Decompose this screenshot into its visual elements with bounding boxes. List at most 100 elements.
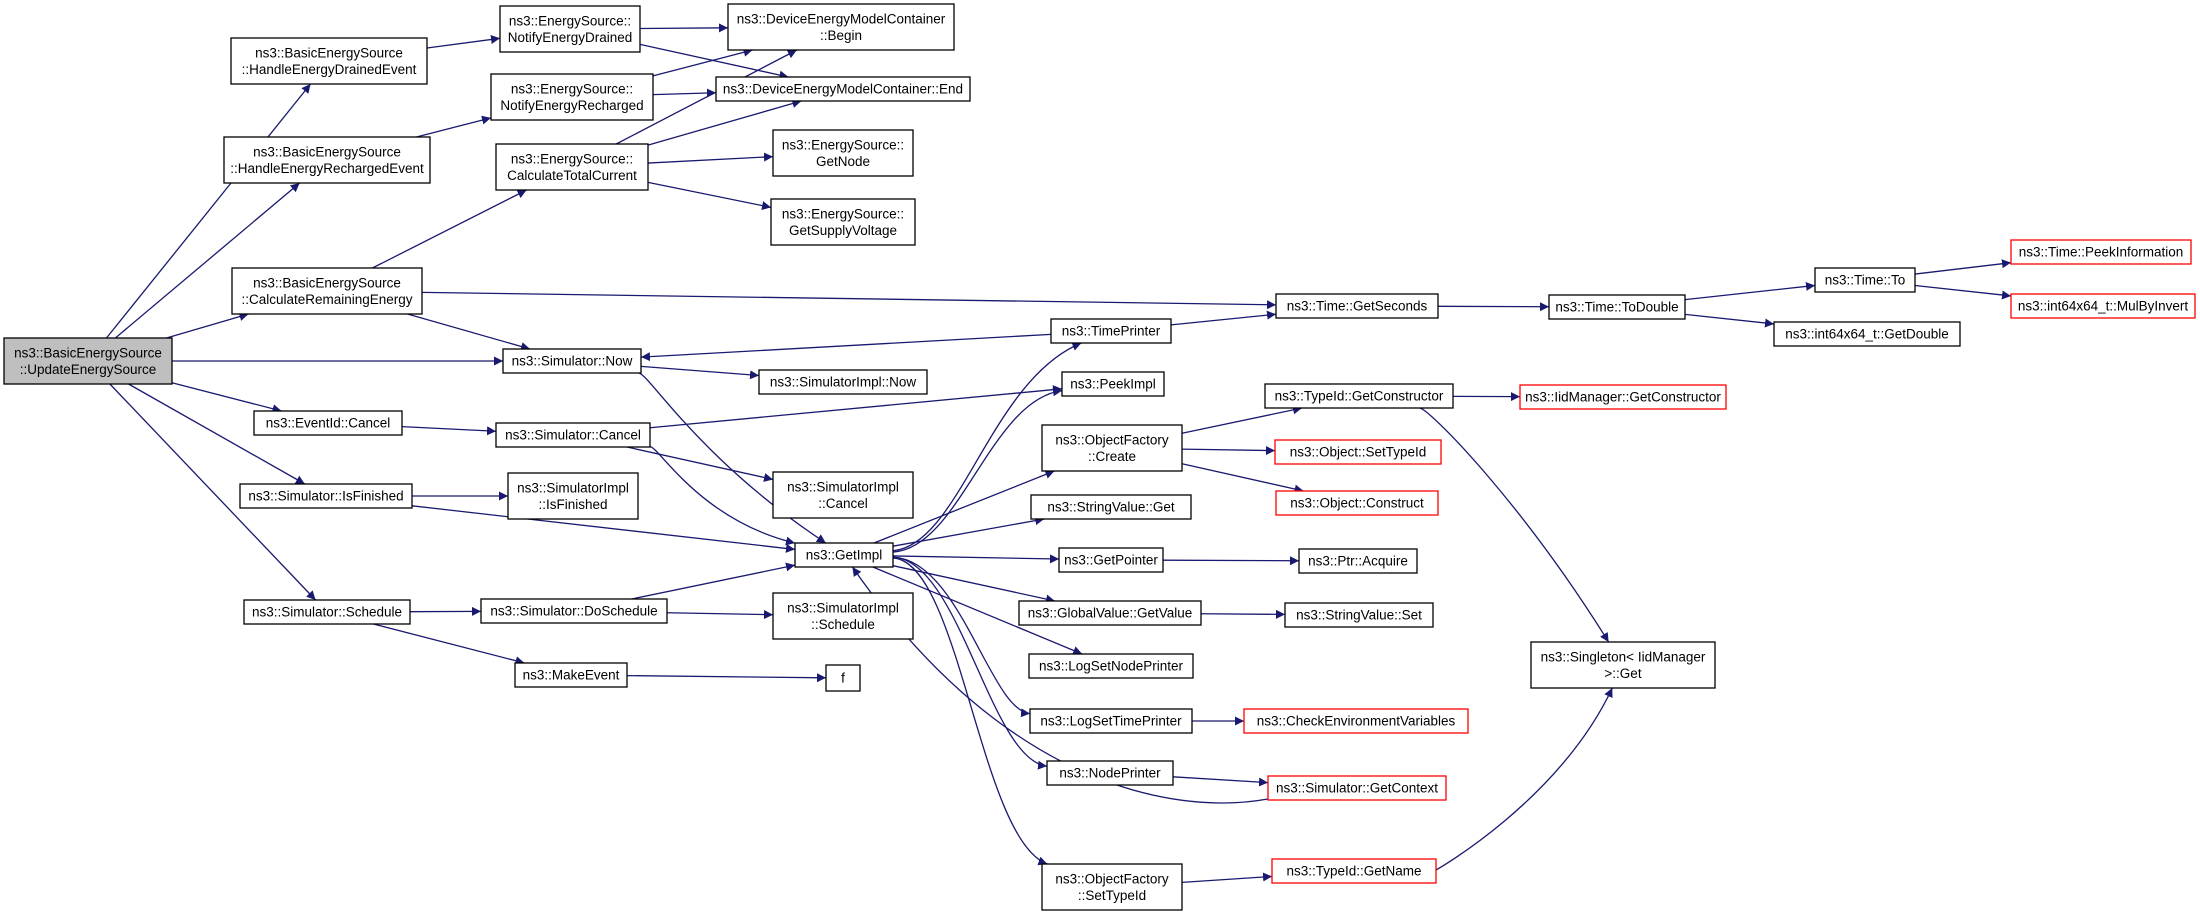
node-label: ns3::ObjectFactory — [1055, 432, 1169, 447]
node-drained-event[interactable]: ns3::BasicEnergySource::HandleEnergyDrai… — [230, 37, 428, 85]
node-label: GetNode — [816, 154, 870, 169]
node-iid-getconstructor[interactable]: ns3::IidManager::GetConstructor — [1519, 384, 1727, 410]
node-get-impl[interactable]: ns3::GetImpl — [794, 542, 894, 568]
call-edge-typeid_getconstructor-to-singleton_get — [1419, 407, 1610, 643]
node-box — [1271, 858, 1437, 884]
call-edge-gv_getvalue-to-sv_set — [1200, 609, 1286, 619]
node-impl-cancel[interactable]: ns3::SimulatorImpl::Cancel — [772, 471, 914, 519]
node-peek-information[interactable]: ns3::Time::PeekInformation — [2010, 239, 2192, 265]
node-label: ns3::int64x64_t::GetDouble — [1785, 327, 1949, 342]
node-label: ns3::EnergySource:: — [782, 206, 904, 221]
node-sim-schedule[interactable]: ns3::Simulator::Schedule — [243, 599, 411, 625]
call-edge-make_event-to-f — [626, 673, 827, 683]
node-es-getsupply[interactable]: ns3::EnergySource::GetSupplyVoltage — [770, 198, 916, 246]
call-edge-time_printer-to-time_getseconds — [1170, 310, 1277, 326]
node-label: ::UpdateEnergySource — [20, 362, 157, 377]
node-label: ns3::StringValue::Get — [1047, 500, 1175, 515]
call-edge-of_create-to-typeid_getconstructor — [1181, 405, 1303, 434]
node-log-time-printer[interactable]: ns3::LogSetTimePrinter — [1029, 708, 1193, 734]
node-of-create[interactable]: ns3::ObjectFactory::Create — [1041, 424, 1183, 472]
node-sv-get[interactable]: ns3::StringValue::Get — [1030, 494, 1192, 520]
node-dem-end[interactable]: ns3::DeviceEnergyModelContainer::End — [715, 76, 971, 102]
node-impl-now[interactable]: ns3::SimulatorImpl::Now — [758, 369, 928, 395]
node-label: ns3::MakeEvent — [523, 668, 620, 683]
node-label: ns3::LogSetNodePrinter — [1039, 659, 1184, 674]
node-calc-remaining[interactable]: ns3::BasicEnergySource::CalculateRemaini… — [231, 267, 423, 315]
node-obj-settypeid[interactable]: ns3::Object::SetTypeId — [1274, 439, 1442, 465]
node-mul-by-invert[interactable]: ns3::int64x64_t::MulByInvert — [2010, 293, 2196, 319]
node-es-getnode[interactable]: ns3::EnergySource::GetNode — [772, 129, 914, 177]
node-time-to[interactable]: ns3::Time::To — [1814, 267, 1916, 293]
node-sim-getcontext[interactable]: ns3::Simulator::GetContext — [1267, 775, 1447, 801]
call-edge-of_settypeid-to-typeid_getname — [1181, 872, 1273, 884]
node-box — [1548, 294, 1686, 320]
node-log-node-printer[interactable]: ns3::LogSetNodePrinter — [1028, 653, 1194, 679]
node-impl-schedule[interactable]: ns3::SimulatorImpl::Schedule — [772, 592, 914, 640]
node-label: CalculateTotalCurrent — [507, 168, 637, 183]
node-calc-total-current[interactable]: ns3::EnergySource::CalculateTotalCurrent — [495, 143, 649, 191]
node-sim-isfinished[interactable]: ns3::Simulator::IsFinished — [239, 483, 413, 509]
call-edge-sim_doschedule-to-impl_schedule — [666, 610, 774, 620]
node-sim-cancel[interactable]: ns3::Simulator::Cancel — [495, 422, 651, 448]
node-eventid-cancel[interactable]: ns3::EventId::Cancel — [253, 410, 403, 436]
node-peek-impl[interactable]: ns3::PeekImpl — [1061, 371, 1165, 397]
node-get-pointer[interactable]: ns3::GetPointer — [1058, 547, 1164, 573]
node-node-printer[interactable]: ns3::NodePrinter — [1046, 760, 1174, 786]
node-box — [502, 348, 642, 374]
node-sim-now[interactable]: ns3::Simulator::Now — [502, 348, 642, 374]
node-box — [770, 198, 916, 246]
node-box — [243, 599, 411, 625]
node-f[interactable]: f — [825, 664, 861, 692]
node-time-printer[interactable]: ns3::TimePrinter — [1050, 318, 1172, 344]
node-singleton-get[interactable]: ns3::Singleton< IidManager>::Get — [1530, 641, 1716, 689]
node-box — [1267, 775, 1447, 801]
node-label: ns3::Time::PeekInformation — [2019, 245, 2184, 260]
node-int64-getdouble[interactable]: ns3::int64x64_t::GetDouble — [1773, 321, 1961, 347]
call-edge-time_to-to-peek_information — [1914, 259, 2012, 275]
call-edge-sim_isfinished-to-get_impl — [411, 505, 796, 553]
node-box — [794, 542, 894, 568]
node-box — [1030, 494, 1192, 520]
node-typeid-getconstructor[interactable]: ns3::TypeId::GetConstructor — [1264, 383, 1454, 409]
node-box — [514, 662, 628, 688]
node-typeid-getname[interactable]: ns3::TypeId::GetName — [1271, 858, 1437, 884]
call-edge-time_todouble-to-time_to — [1684, 281, 1816, 301]
node-box — [480, 598, 668, 624]
node-label: ns3::StringValue::Set — [1296, 608, 1422, 623]
node-dem-begin[interactable]: ns3::DeviceEnergyModelContainer::Begin — [727, 3, 955, 51]
node-label: ns3::CheckEnvironmentVariables — [1257, 714, 1456, 729]
node-obj-construct[interactable]: ns3::Object::Construct — [1275, 490, 1439, 516]
node-label: ns3::EnergySource:: — [782, 137, 904, 152]
node-sv-set[interactable]: ns3::StringValue::Set — [1284, 602, 1434, 628]
node-make-event[interactable]: ns3::MakeEvent — [514, 662, 628, 688]
node-label: ns3::SimulatorImpl — [787, 479, 899, 494]
node-time-getseconds[interactable]: ns3::Time::GetSeconds — [1275, 293, 1439, 319]
node-ptr-acquire[interactable]: ns3::Ptr::Acquire — [1298, 548, 1418, 574]
node-check-env[interactable]: ns3::CheckEnvironmentVariables — [1243, 708, 1469, 734]
node-box — [1041, 863, 1183, 911]
call-edge-calc_remaining-to-calc_total_current — [372, 189, 527, 269]
node-box — [772, 592, 914, 640]
node-time-todouble[interactable]: ns3::Time::ToDouble — [1548, 294, 1686, 320]
node-box — [495, 143, 649, 191]
node-label: >::Get — [1604, 666, 1641, 681]
node-notify-drained[interactable]: ns3::EnergySource::NotifyEnergyDrained — [499, 5, 641, 53]
node-recharged-event[interactable]: ns3::BasicEnergySource::HandleEnergyRech… — [223, 136, 431, 184]
call-edge-get_pointer-to-ptr_acquire — [1162, 556, 1300, 566]
node-label: ns3::SimulatorImpl — [517, 480, 629, 495]
node-box — [499, 5, 641, 53]
node-gv-getvalue[interactable]: ns3::GlobalValue::GetValue — [1018, 600, 1202, 626]
node-label: ns3::BasicEnergySource — [14, 345, 162, 360]
node-sim-doschedule[interactable]: ns3::Simulator::DoSchedule — [480, 598, 668, 624]
call-edge-drained_event-to-notify_drained — [426, 35, 501, 49]
node-box — [772, 129, 914, 177]
node-of-settypeid[interactable]: ns3::ObjectFactory::SetTypeId — [1041, 863, 1183, 911]
call-edge-recharged_event-to-notify_recharged — [416, 115, 492, 138]
node-impl-isfinished[interactable]: ns3::SimulatorImpl::IsFinished — [507, 472, 639, 520]
call-edge-root-to-recharged_event — [114, 182, 301, 339]
node-notify-recharged[interactable]: ns3::EnergySource::NotifyEnergyRecharged — [490, 73, 654, 121]
call-edge-notify_recharged-to-dem_begin — [652, 47, 753, 77]
node-label: ::Begin — [820, 28, 862, 43]
node-root[interactable]: ns3::BasicEnergySource::UpdateEnergySour… — [3, 337, 173, 385]
